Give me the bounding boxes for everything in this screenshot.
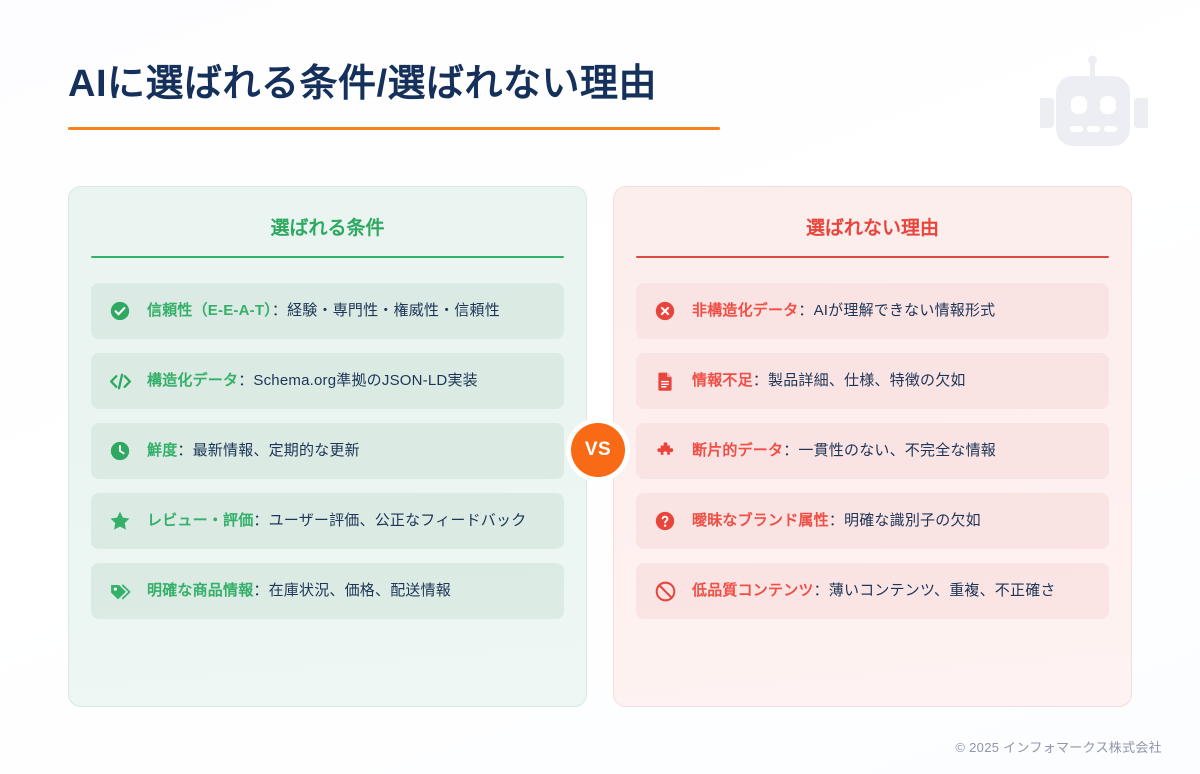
robot-icon xyxy=(1030,54,1158,156)
list-item-rest: ：経験・専門性・権威性・信頼性 xyxy=(271,302,500,320)
list-item-rest: ：Schema.org準拠のJSON-LD実装 xyxy=(238,372,478,390)
panel-bad-heading: 選ばれない理由 xyxy=(805,218,939,239)
list-item-lead: 構造化データ xyxy=(147,372,239,390)
list-item-lead: 情報不足 xyxy=(692,372,753,390)
vs-badge: VS xyxy=(571,423,625,477)
list-item-rest: ：一貫性のない、不完全な情報 xyxy=(783,442,997,460)
list-item-text: 鮮度：最新情報、定期的な更新 xyxy=(147,439,360,462)
document-icon xyxy=(652,368,678,394)
list-item[interactable]: 低品質コンテンツ：薄いコンテンツ、重複、不正確さ xyxy=(636,563,1109,619)
panel-selected-conditions: 選ばれる条件 信頼性（E-E-A-T）：経験・専門性・権威性・信頼性 構造化デー… xyxy=(68,186,587,707)
list-item-lead: 曖昧なブランド属性 xyxy=(692,512,829,530)
panel-good-list: 信頼性（E-E-A-T）：経験・専門性・権威性・信頼性 構造化データ：Schem… xyxy=(91,283,564,619)
code-icon xyxy=(107,368,133,394)
list-item[interactable]: 非構造化データ：AIが理解できない情報形式 xyxy=(636,283,1109,339)
x-circle-icon xyxy=(652,298,678,324)
list-item-lead: 信頼性（E-E-A-T） xyxy=(147,302,272,320)
list-item-rest: ：薄いコンテンツ、重複、不正確さ xyxy=(813,582,1056,600)
list-item-text: 断片的データ：一貫性のない、不完全な情報 xyxy=(692,439,996,462)
footer-copyright: © 2025 インフォマークス株式会社 xyxy=(955,740,1162,755)
tag-icon xyxy=(107,578,133,604)
check-circle-icon xyxy=(107,298,133,324)
list-item-text: 信頼性（E-E-A-T）：経験・専門性・権威性・信頼性 xyxy=(147,299,500,322)
ban-icon xyxy=(652,578,678,604)
list-item[interactable]: 明確な商品情報：在庫状況、価格、配送情報 xyxy=(91,563,564,619)
list-item-rest: ：製品詳細、仕様、特徴の欠如 xyxy=(752,372,966,390)
list-item-text: レビュー・評価：ユーザー評価、公正なフィードバック xyxy=(147,509,526,532)
title-underline xyxy=(68,126,720,130)
puzzle-icon xyxy=(652,438,678,464)
list-item[interactable]: 断片的データ：一貫性のない、不完全な情報 xyxy=(636,423,1109,479)
comparison-panels: 選ばれる条件 信頼性（E-E-A-T）：経験・専門性・権威性・信頼性 構造化デー… xyxy=(68,186,1132,707)
list-item-lead: 鮮度 xyxy=(147,442,178,460)
list-item-lead: 断片的データ xyxy=(692,442,784,460)
star-icon xyxy=(107,508,133,534)
list-item[interactable]: レビュー・評価：ユーザー評価、公正なフィードバック xyxy=(91,493,564,549)
list-item-rest: ：AIが理解できない情報形式 xyxy=(798,302,996,320)
list-item[interactable]: 鮮度：最新情報、定期的な更新 xyxy=(91,423,564,479)
list-item[interactable]: 信頼性（E-E-A-T）：経験・専門性・権威性・信頼性 xyxy=(91,283,564,339)
list-item-rest: ：在庫状況、価格、配送情報 xyxy=(253,582,452,600)
list-item[interactable]: 情報不足：製品詳細、仕様、特徴の欠如 xyxy=(636,353,1109,409)
list-item-text: 非構造化データ：AIが理解できない情報形式 xyxy=(692,299,995,322)
list-item-lead: 非構造化データ xyxy=(692,302,799,320)
list-item-rest: ：明確な識別子の欠如 xyxy=(828,512,981,530)
panel-bad-list: 非構造化データ：AIが理解できない情報形式 情報不足：製品詳細、仕様、特徴の欠如… xyxy=(636,283,1109,619)
list-item-lead: レビュー・評価 xyxy=(147,512,254,530)
list-item-text: 曖昧なブランド属性：明確な識別子の欠如 xyxy=(692,509,981,532)
list-item-text: 構造化データ：Schema.org準拠のJSON-LD実装 xyxy=(147,369,478,392)
panel-good-heading: 選ばれる条件 xyxy=(270,218,385,239)
clock-icon xyxy=(107,438,133,464)
panel-bad-rule xyxy=(636,256,1109,258)
page-header: AIに選ばれる条件/選ばれない理由 xyxy=(68,62,1138,130)
list-item[interactable]: 曖昧なブランド属性：明確な識別子の欠如 xyxy=(636,493,1109,549)
list-item-lead: 低品質コンテンツ xyxy=(692,582,814,600)
list-item-lead: 明確な商品情報 xyxy=(147,582,254,600)
question-circle-icon xyxy=(652,508,678,534)
page-title: AIに選ばれる条件/選ばれない理由 xyxy=(68,63,658,105)
panel-not-selected-reasons: 選ばれない理由 非構造化データ：AIが理解できない情報形式 情報不足：製品詳細、… xyxy=(613,186,1132,707)
list-item-text: 情報不足：製品詳細、仕様、特徴の欠如 xyxy=(692,369,966,392)
panel-good-rule xyxy=(91,256,564,258)
list-item-text: 低品質コンテンツ：薄いコンテンツ、重複、不正確さ xyxy=(692,579,1056,602)
list-item-rest: ：最新情報、定期的な更新 xyxy=(177,442,360,460)
list-item-text: 明確な商品情報：在庫状況、価格、配送情報 xyxy=(147,579,451,602)
list-item[interactable]: 構造化データ：Schema.org準拠のJSON-LD実装 xyxy=(91,353,564,409)
list-item-rest: ：ユーザー評価、公正なフィードバック xyxy=(253,512,527,530)
